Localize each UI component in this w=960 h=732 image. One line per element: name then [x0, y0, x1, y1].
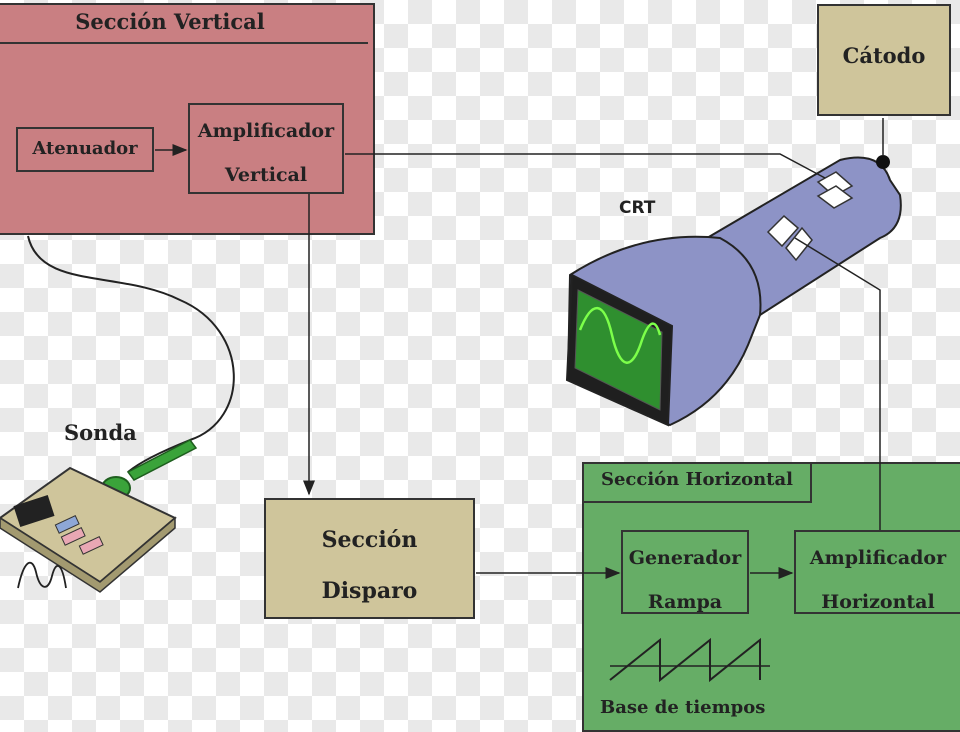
- attenuator-label: Atenuador: [32, 138, 138, 159]
- crt-tube: [565, 155, 902, 427]
- horizontal-section-title: Sección Horizontal: [600, 469, 794, 490]
- horizontal-section-tab: [582, 462, 812, 503]
- probe-label: Sonda: [64, 420, 137, 445]
- cathode-label: Cátodo: [842, 43, 926, 68]
- sawtooth-waveform: [609, 637, 770, 683]
- vertical-section-title: Sección Vertical: [75, 9, 265, 34]
- time-base-label: Base de tiempos: [600, 697, 766, 718]
- attenuator-block: Atenuador: [16, 127, 154, 172]
- cathode-block: Cátodo: [817, 4, 951, 116]
- circuit-board: [0, 466, 177, 593]
- signal-wave: [17, 561, 67, 589]
- vertical-section-divider: [0, 42, 368, 44]
- crt-label: CRT: [619, 198, 656, 218]
